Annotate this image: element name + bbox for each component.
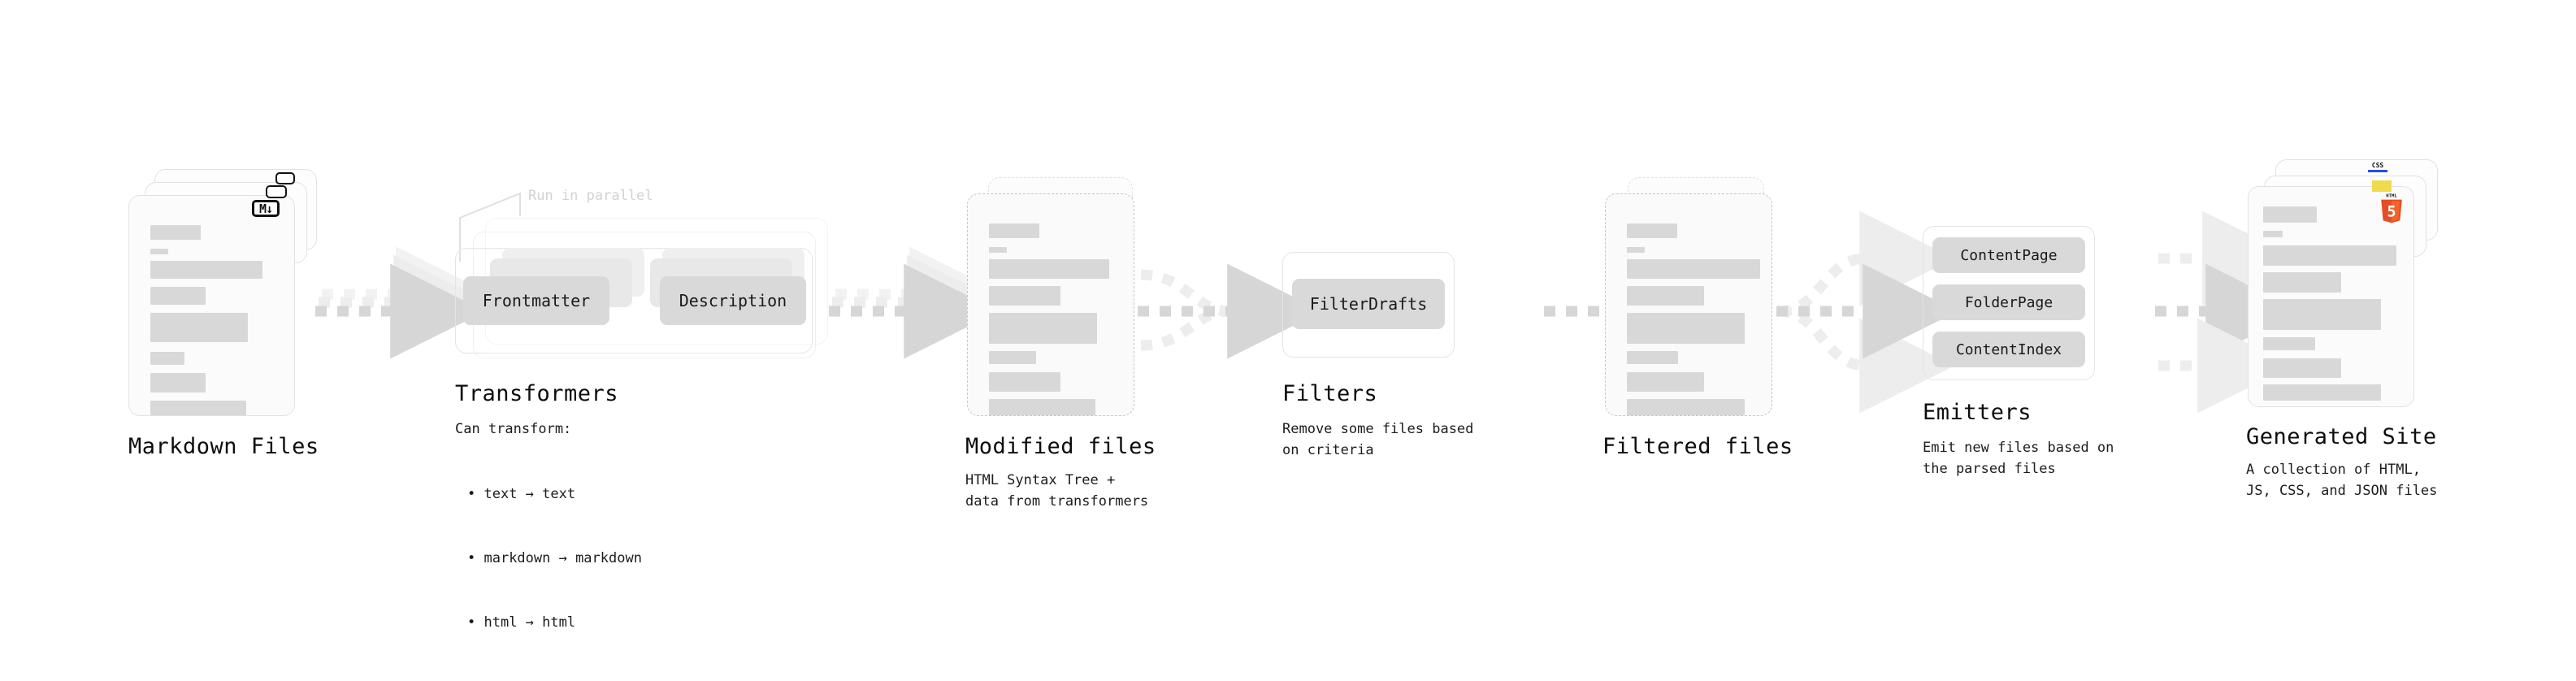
transformers-bullet-0: text → text [467,484,642,505]
emitters-title: Emitters [1923,400,2032,425]
filtered-files-title: Filtered files [1602,434,1793,459]
generated-site-desc: A collection of HTML, JS, CSS, and JSON … [2246,462,2438,500]
transformers-desc: Can transform: [455,421,572,437]
js-badge [2372,180,2392,192]
filters-group-box [1282,252,1455,358]
arrow-transformers-to-modified [829,246,1005,359]
emitters-pill-contentindex[interactable]: ContentIndex [1932,332,2085,367]
markdown-files-title: Markdown Files [128,434,319,459]
css-badge-label: CSS [2371,162,2384,169]
svg-text:HTML: HTML [2386,193,2397,198]
modified-files-title: Modified files [965,434,1156,459]
arrow-emitters-to-site [2155,210,2301,414]
filters-title: Filters [1282,381,1378,406]
arrow-markdown-to-transformers [315,246,492,359]
modified-file-card-front [967,193,1134,416]
transformer-pill-frontmatter[interactable]: Frontmatter [463,276,609,325]
generated-site-title: Generated Site [2246,424,2437,449]
transformers-bullet-2: html → html [467,612,642,633]
markdown-badge-back [275,172,295,184]
arrow-modified-to-filters [1138,263,1323,359]
filters-desc: Remove some files based on criteria [1282,421,1474,459]
filtered-file-card-front [1605,193,1772,416]
emitters-desc: Emit new files based on the parsed files [1923,440,2114,478]
filters-pill-filterdrafts[interactable]: FilterDrafts [1292,279,1445,329]
transformers-bullet-1: markdown → markdown [467,548,641,569]
markdown-badge-front[interactable]: M↓ [252,200,280,217]
transformers-title: Transformers [455,381,619,406]
transformers-bullets: text → text markdown → markdown html → h… [467,440,642,676]
arrow-filtered-to-emitters [1776,210,1958,414]
html5-badge: HTML 5 [2379,192,2405,224]
svg-text:5: 5 [2387,203,2396,220]
transformer-pill-description[interactable]: Description [660,276,806,325]
emitters-group-box [1923,226,2095,380]
modified-files-desc: HTML Syntax Tree + data from transformer… [965,472,1149,510]
css-badge: CSS [2368,163,2387,172]
generated-file-card-front [2248,186,2414,407]
emitters-pill-contentpage[interactable]: ContentPage [1932,237,2085,273]
emitters-pill-folderpage[interactable]: FolderPage [1932,284,2085,320]
css-badge-bar [2368,170,2387,172]
run-in-parallel-annotation: Run in parallel [528,188,653,204]
markdown-file-card-front [128,195,295,416]
markdown-badge-mid [266,185,287,198]
